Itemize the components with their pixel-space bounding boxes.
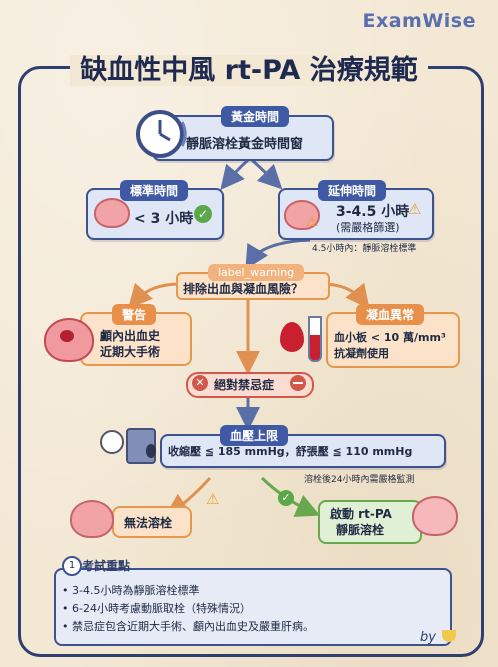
signature: by <box>420 630 436 645</box>
page-title-text: 缺血性中風 rt-PA 治療規範 <box>70 55 428 86</box>
test-tube-icon <box>308 316 322 362</box>
start-rtpa-line1: 啟動 rt-PA <box>330 507 392 521</box>
no-lysis-text: 無法溶栓 <box>124 516 173 530</box>
sad-brain-icon <box>70 500 114 538</box>
check-icon: ✓ <box>278 490 294 506</box>
blood-pressure-text: 收縮壓 ≦ 185 mmHg，舒張壓 ≦ 110 mmHg <box>168 445 413 458</box>
standard-time-text: < 3 小時 <box>134 211 194 227</box>
warning-question-tag: label_warning <box>208 264 305 281</box>
alert-tag: 警告 <box>112 304 157 325</box>
brain-icon <box>94 198 130 228</box>
warning-icon: ⚠ <box>206 490 220 508</box>
key-point-text: 3-4.5小時為靜脈溶栓標準 <box>72 584 200 597</box>
banana-icon <box>442 630 456 642</box>
extended-time-sub: (需嚴格篩選) <box>336 221 400 234</box>
brand-logo: ExamWise <box>362 10 476 32</box>
extended-time-text: 3-4.5 小時 <box>336 204 410 220</box>
key-points-title: 考試重點 <box>82 559 131 573</box>
happy-brain-icon <box>412 496 458 536</box>
arrow-to-alert <box>128 282 181 309</box>
key-points-box <box>54 568 452 646</box>
alert-line1: 顱內出血史 <box>100 329 161 343</box>
arrow-to-standard <box>220 158 250 190</box>
start-rtpa-line2: 靜脈溶栓 <box>336 523 385 537</box>
key-point-text: 6-24小時考慮動脈取栓（特殊情況） <box>72 602 251 615</box>
golden-time-text: 靜脈溶栓黃金時間窗 <box>186 137 304 152</box>
no-entry-icon <box>290 375 306 391</box>
key-point-item: • 禁忌症包含近期大手術、顱內出血史及嚴重肝病。 <box>62 620 314 633</box>
blood-pressure-tag: 血壓上限 <box>220 425 289 446</box>
arrow-to-warning <box>245 238 311 270</box>
start-rtpa-box <box>318 500 422 544</box>
blood-drop-icon <box>280 322 304 352</box>
bp-monitor-icon <box>100 424 156 470</box>
extended-time-note: 4.5小時內：靜脈溶栓標準 <box>312 244 417 254</box>
blood-pressure-note: 溶栓後24小時內需嚴格監測 <box>304 475 415 485</box>
contraindication-text: 絕對禁忌症 <box>214 378 275 392</box>
key-point-item: • 6-24小時考慮動脈取栓（特殊情況） <box>62 602 251 615</box>
check-icon: ✓ <box>194 205 212 223</box>
brain-icon <box>284 200 320 230</box>
extended-time-tag: 延伸時間 <box>318 180 387 201</box>
warning-question-text: 排除出血與凝血風險？ <box>183 282 304 296</box>
bleed-spot <box>60 330 74 342</box>
coag-line2: 抗凝劑使用 <box>334 347 389 360</box>
key-points-number-badge: 1 <box>62 556 82 576</box>
key-point-text: 禁忌症包含近期大手術、顱內出血史及嚴重肝病。 <box>72 620 314 633</box>
blood-pressure-box <box>160 434 446 468</box>
no-lysis-box <box>112 506 192 538</box>
page-title: 缺血性中風 rt-PA 治療規範 <box>0 48 498 87</box>
warning-icon: ⚠ <box>408 200 422 218</box>
arrow-to-extended <box>250 158 283 190</box>
golden-time-tag: 黃金時間 <box>221 106 290 127</box>
x-icon: ✕ <box>192 375 208 391</box>
coag-tag: 凝血異常 <box>356 304 425 325</box>
key-point-item: • 3-4.5小時為靜脈溶栓標準 <box>62 584 200 597</box>
warning-icon: ⚠ <box>306 214 319 230</box>
coag-line1: 血小板 < 10 萬/mm³ <box>334 331 446 344</box>
standard-time-tag: 標準時間 <box>120 180 189 201</box>
alert-line2: 近期大手術 <box>100 345 161 359</box>
